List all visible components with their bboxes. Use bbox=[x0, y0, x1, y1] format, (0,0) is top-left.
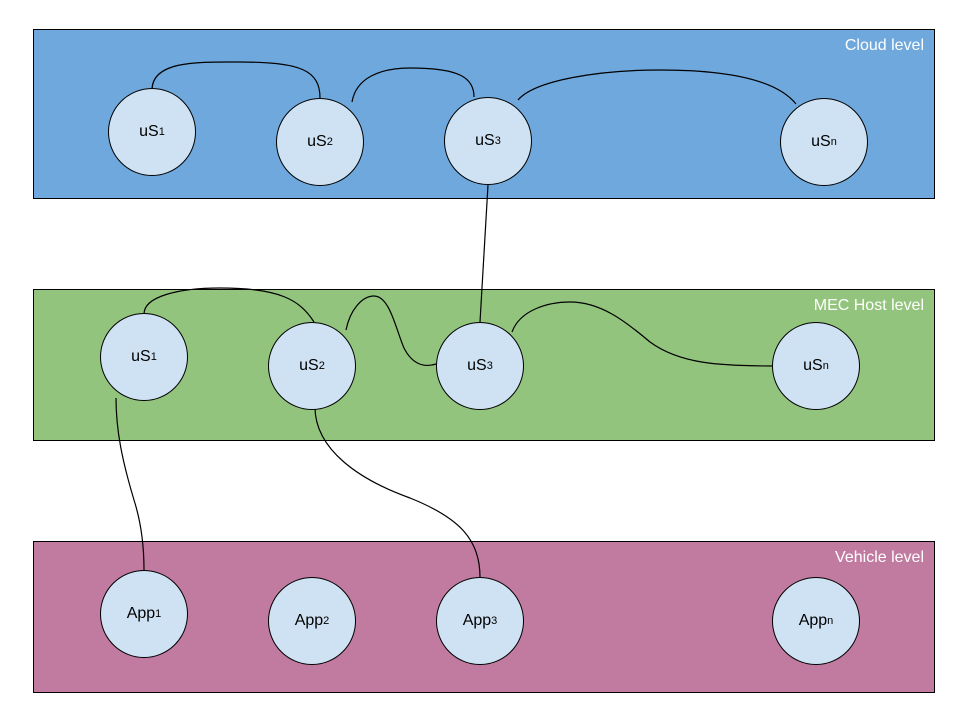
vehicle-node-app1-sub: 1 bbox=[155, 608, 162, 620]
vehicle-node-app3-sub: 3 bbox=[491, 615, 498, 627]
cloud-level-label: Cloud level bbox=[844, 37, 924, 54]
cloud-node-us3-sub: 3 bbox=[494, 135, 501, 147]
cloud-node-us2-sub: 2 bbox=[326, 136, 333, 148]
cloud-node-us1-base: uS bbox=[139, 123, 159, 140]
cloud-node-usn-base: uS bbox=[811, 133, 831, 150]
mec-node-us2-base: uS bbox=[299, 357, 319, 374]
mec-node-us2-sub: 2 bbox=[318, 360, 325, 372]
vehicle-node-appn-sub: n bbox=[827, 615, 834, 627]
vehicle-node-app2-sub: 2 bbox=[323, 615, 330, 627]
vehicle-node-app2-base: App bbox=[294, 612, 324, 629]
cloud-node-usn-sub: n bbox=[830, 136, 837, 148]
cloud-node-us2-base: uS bbox=[307, 133, 327, 150]
cloud-node-us1-sub: 1 bbox=[158, 126, 165, 138]
vehicle-node-app3-base: App bbox=[462, 612, 492, 629]
mec-node-usn-base: uS bbox=[803, 357, 823, 374]
mec-node-us3-base: uS bbox=[467, 357, 487, 374]
mec-host-level-label: MEC Host level bbox=[813, 297, 924, 314]
mec-node-us1-sub: 1 bbox=[150, 351, 157, 363]
mec-node-us3-sub: 3 bbox=[486, 360, 493, 372]
mec-node-usn-sub: n bbox=[822, 360, 829, 372]
mec-node-us1-base: uS bbox=[131, 348, 151, 365]
vehicle-level-label: Vehicle level bbox=[835, 549, 924, 566]
cloud-node-us3-base: uS bbox=[475, 132, 495, 149]
vehicle-node-app1-base: App bbox=[126, 605, 156, 622]
vehicle-node-appn-base: App bbox=[798, 612, 828, 629]
